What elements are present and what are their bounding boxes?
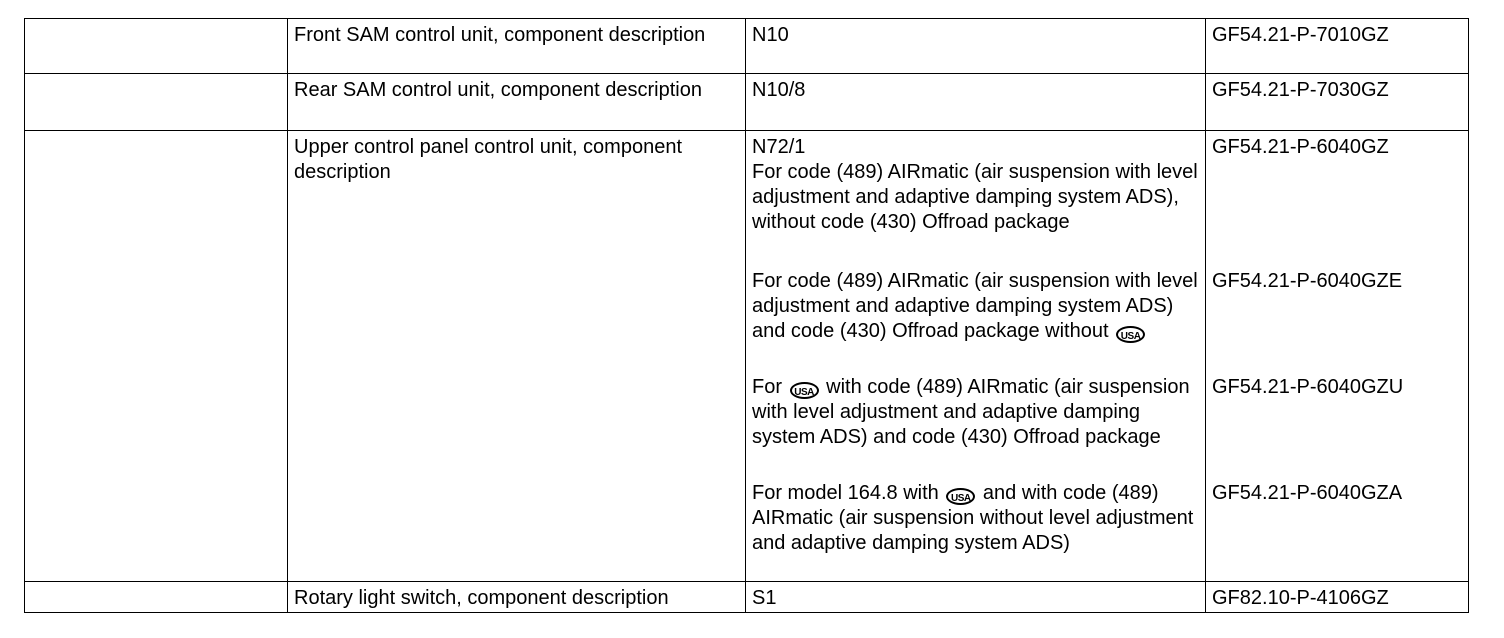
variant-text-after: with code (489) AIRmatic (air suspension… xyxy=(752,376,1190,448)
variant-text-before: For xyxy=(752,376,782,398)
document-cell: GF54.21-P-7030GZ xyxy=(1205,73,1469,131)
variant-text-before: For model 164.8 with xyxy=(752,482,939,504)
empty-cell xyxy=(24,18,288,74)
variant-text: For code (489) AIRmatic (air suspension … xyxy=(752,161,1198,233)
table-row: Rotary light switch, component descripti… xyxy=(24,581,1469,613)
component-cell: Front SAM control unit, component descri… xyxy=(287,18,746,74)
document-value: GF54.21-P-6040GZ xyxy=(1212,136,1389,158)
document-value: GF54.21-P-6040GZE xyxy=(1212,270,1403,292)
usa-badge-icon: USA xyxy=(1116,326,1146,343)
variant-text-before: For code (489) AIRmatic (air suspension … xyxy=(752,270,1198,342)
variant-text-after: and with code (489) AIRmatic (air suspen… xyxy=(752,482,1194,554)
variant-text: For USA with code (489) AIRmatic (air su… xyxy=(752,375,1199,475)
empty-cell xyxy=(24,581,288,613)
table-row: Front SAM control unit, component descri… xyxy=(24,18,1469,74)
code-cell: S1 xyxy=(745,581,1206,613)
document-cell: GF54.21-P-6040GZ GF54.21-P-6040GZE GF54.… xyxy=(1205,130,1469,582)
variant-text: For model 164.8 with USA and with code (… xyxy=(752,481,1199,581)
code-cell: N10 xyxy=(745,18,1206,74)
document-cell: GF82.10-P-4106GZ xyxy=(1205,581,1469,613)
empty-cell xyxy=(24,130,288,582)
variant-text: For code (489) AIRmatic (air suspension … xyxy=(752,269,1199,369)
code-cell: N72/1 For code (489) AIRmatic (air suspe… xyxy=(745,130,1206,582)
component-cell: Rotary light switch, component descripti… xyxy=(287,581,746,613)
usa-badge-icon: USA xyxy=(946,488,976,505)
component-cell: Upper control panel control unit, compon… xyxy=(287,130,746,582)
code-value: N72/1 xyxy=(752,136,806,158)
usa-badge-icon: USA xyxy=(789,382,819,399)
document-value: GF54.21-P-6040GZA xyxy=(1212,482,1403,504)
table-row: Rear SAM control unit, component descrip… xyxy=(24,73,1469,131)
document-cell: GF54.21-P-7010GZ xyxy=(1205,18,1469,74)
empty-cell xyxy=(24,73,288,131)
table-row: Upper control panel control unit, compon… xyxy=(24,130,1469,582)
component-table: Front SAM control unit, component descri… xyxy=(24,18,1469,613)
component-cell: Rear SAM control unit, component descrip… xyxy=(287,73,746,131)
code-cell: N10/8 xyxy=(745,73,1206,131)
document-value: GF54.21-P-6040GZU xyxy=(1212,376,1404,398)
